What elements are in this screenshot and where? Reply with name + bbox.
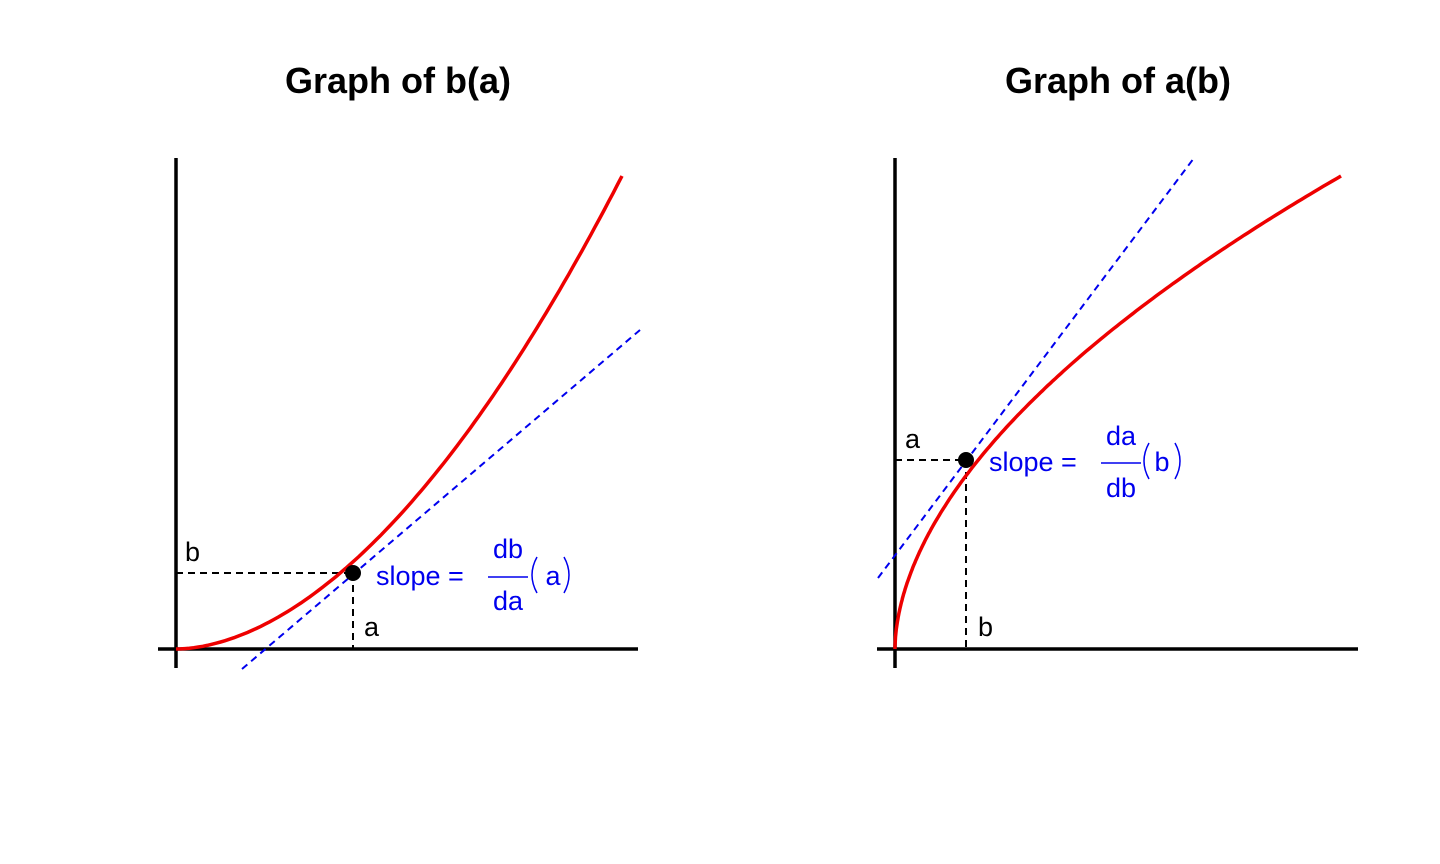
right-point-x-label: b (978, 612, 993, 642)
left-point-y-label: b (185, 537, 200, 567)
left-tangent-point (345, 565, 361, 581)
panel-left-title: Graph of b(a) (285, 60, 511, 101)
left-slope-close-paren (563, 556, 570, 594)
right-slope-annotation: slope = da db b (989, 421, 1181, 503)
right-slope-numerator: da (1106, 421, 1137, 451)
right-point-y-label: a (905, 424, 921, 454)
right-tangent-line (877, 157, 1195, 579)
right-slope-close-paren (1174, 442, 1181, 480)
right-slope-prefix: slope = (989, 447, 1077, 477)
left-slope-open-paren (531, 556, 538, 594)
panel-right: Graph of a(b) b a slope = da db b (877, 60, 1358, 668)
right-slope-open-paren (1143, 442, 1150, 480)
left-tangent-line (241, 329, 641, 670)
left-slope-numerator: db (493, 534, 523, 564)
right-slope-argument: b (1154, 447, 1169, 477)
right-slope-denominator: db (1106, 473, 1136, 503)
left-curve (175, 175, 624, 651)
left-slope-argument: a (545, 561, 561, 591)
left-slope-denominator: da (493, 586, 524, 616)
left-slope-prefix: slope = (376, 561, 464, 591)
panel-left: Graph of b(a) a b slope = db da a (158, 60, 641, 670)
right-curve (893, 174, 1342, 649)
right-tangent-point (958, 452, 974, 468)
left-slope-annotation: slope = db da a (376, 534, 570, 616)
panel-right-title: Graph of a(b) (1005, 60, 1231, 101)
left-point-x-label: a (364, 612, 380, 642)
